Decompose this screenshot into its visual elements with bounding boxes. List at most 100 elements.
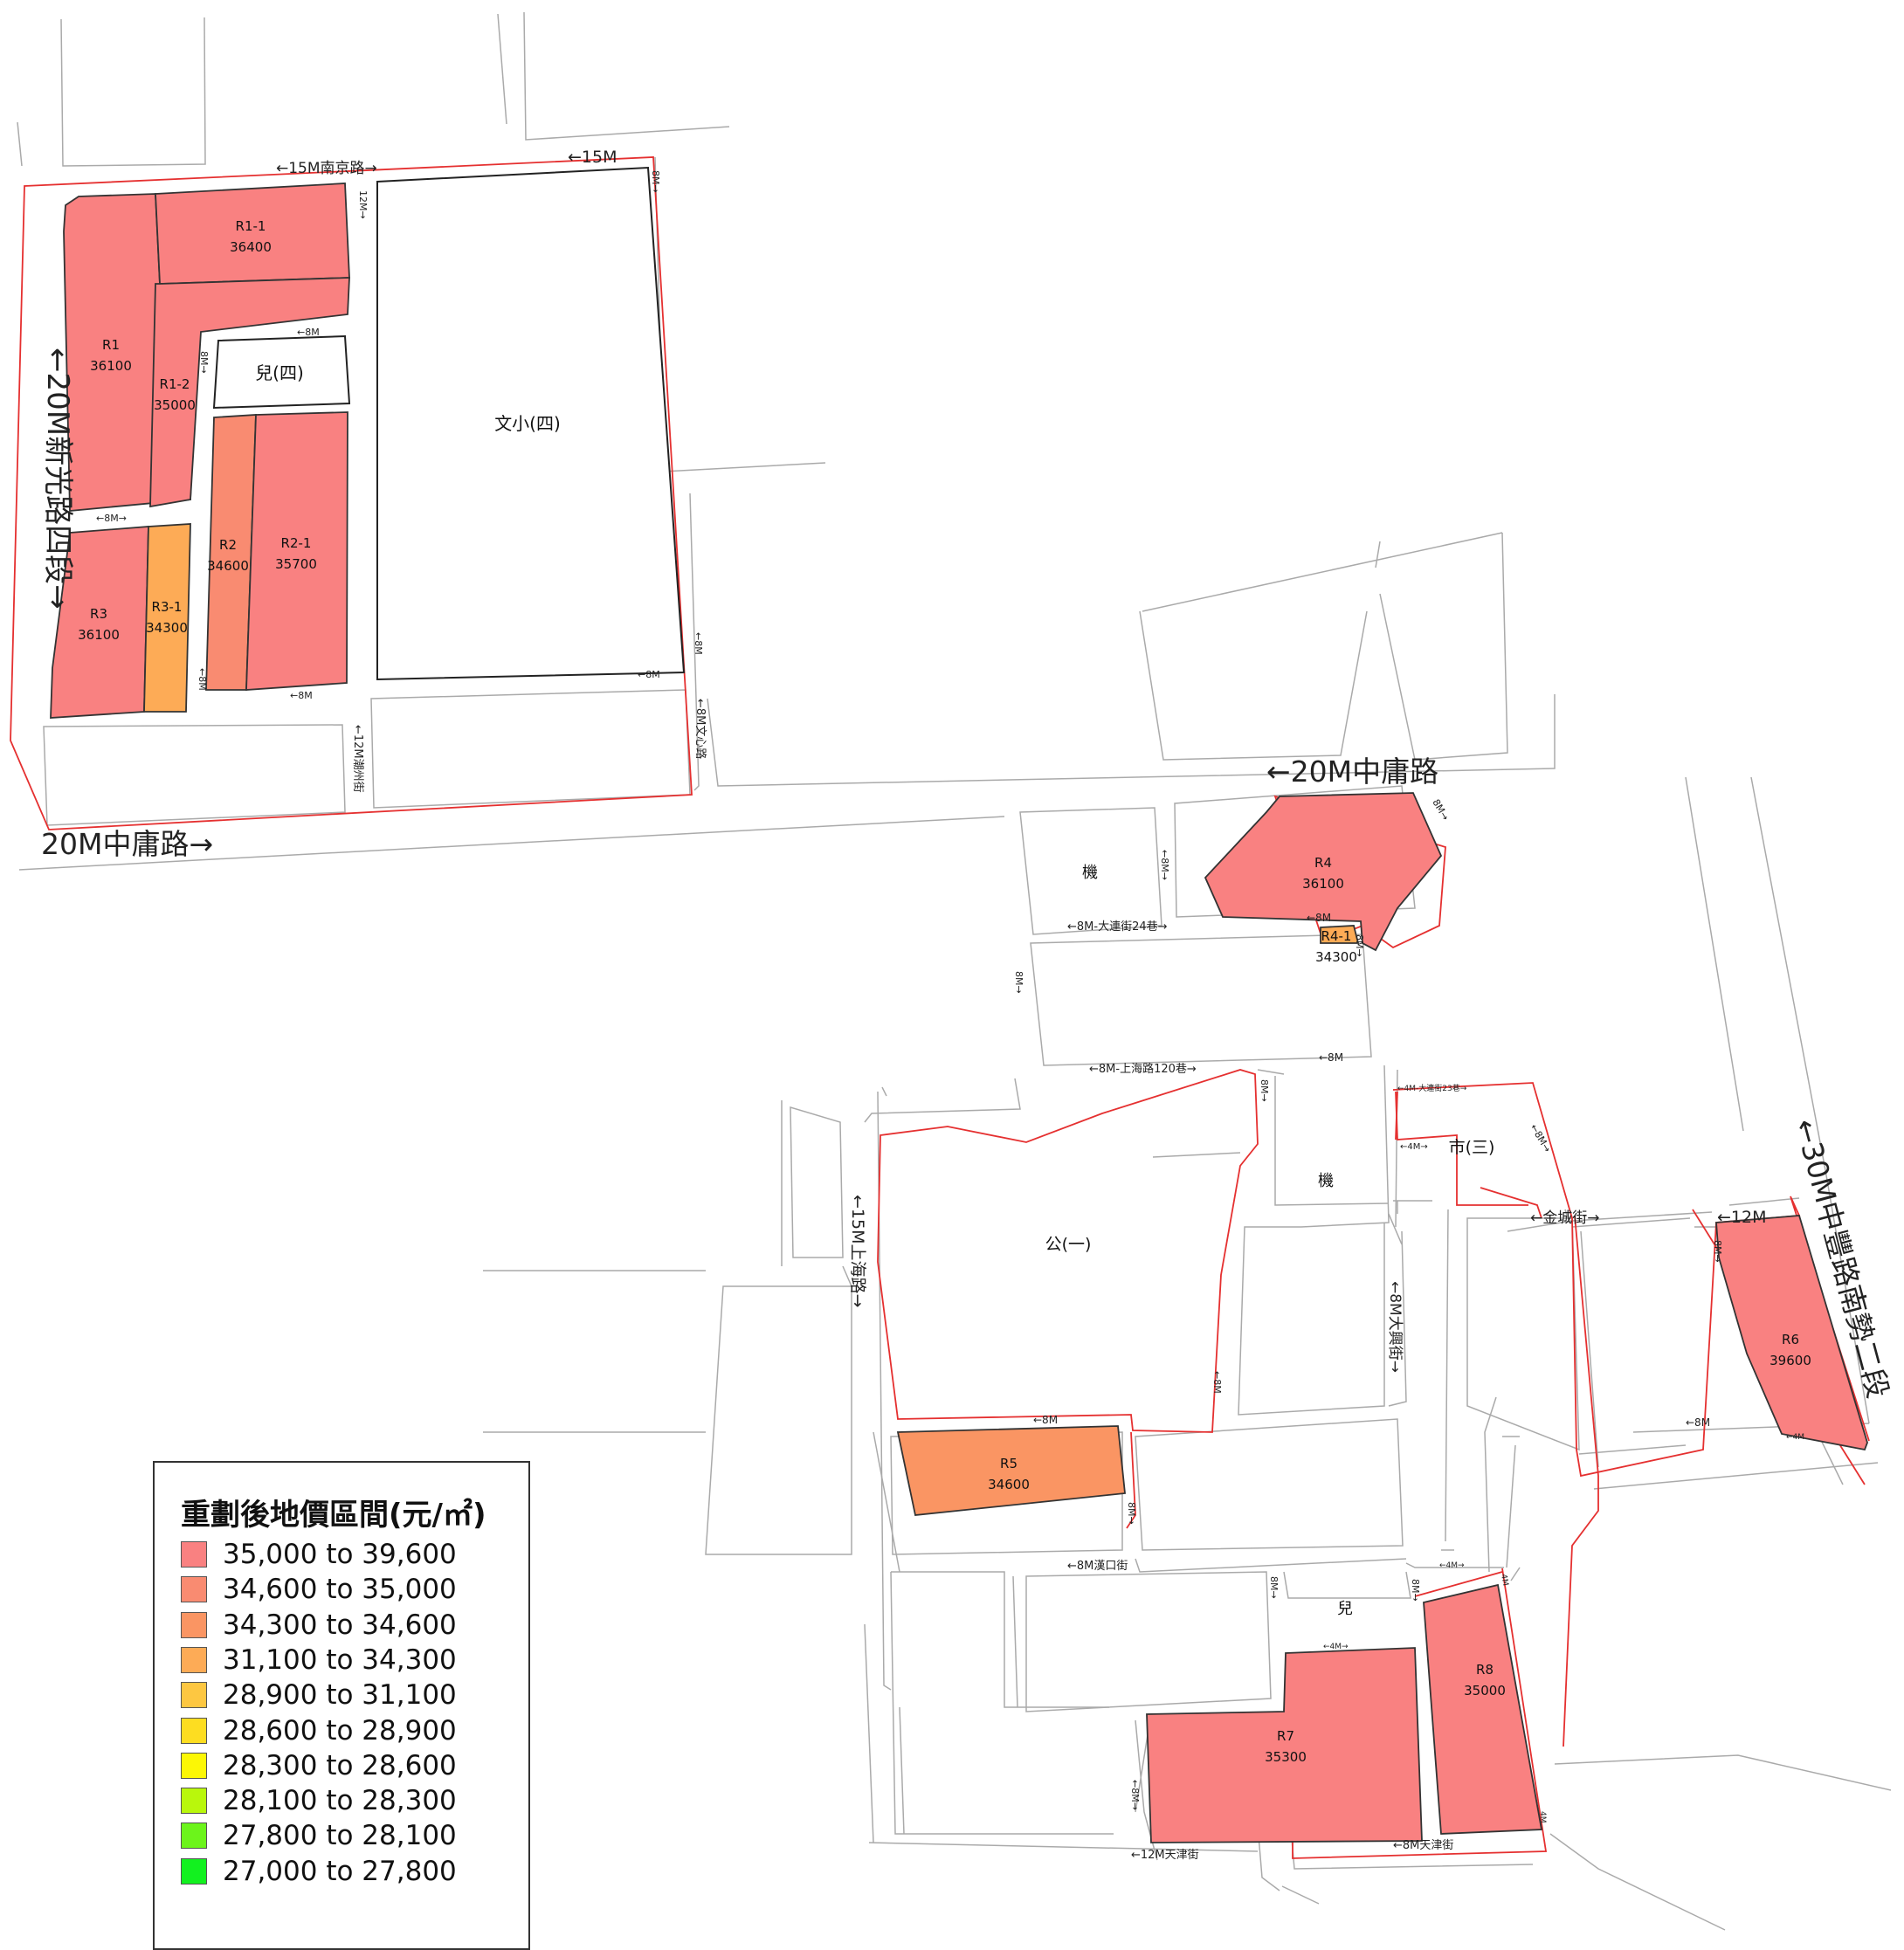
- legend-swatch: [181, 1788, 207, 1815]
- road-shanghai120: ←8M-上海路120巷→: [1089, 1062, 1197, 1076]
- road-tianjin8: ←8M天津街: [1393, 1839, 1453, 1852]
- road-b8a: ←8M: [290, 690, 313, 701]
- label-er: 兒: [1337, 1600, 1353, 1618]
- road-top8a: 8M→: [650, 170, 661, 193]
- road-labels: ←15M南京路→ ←15M 8M→ 12M→ ←8M 8M→ ←20M新光路四段…: [40, 148, 1895, 1862]
- road-hankou: ←8M漢口街: [1067, 1560, 1128, 1573]
- road-r4-v8: 8M→: [1354, 934, 1365, 957]
- road-r7-v8: ←8M→: [1129, 1780, 1141, 1810]
- plot-r3-1: [143, 523, 191, 713]
- plot-id: R2: [219, 537, 237, 553]
- plot-r5: [896, 1425, 1126, 1516]
- road-er-4m: ←4M→: [1323, 1643, 1349, 1651]
- plot-price: 34300: [1315, 949, 1357, 965]
- plot-r3: [50, 526, 149, 719]
- plot-r1-2: [149, 277, 350, 508]
- plot-price: 34300: [146, 620, 188, 636]
- road-v8c: 8M→: [1013, 971, 1024, 994]
- plot-price: 36400: [230, 239, 272, 255]
- legend-label: 31,100 to 34,300: [223, 1643, 457, 1676]
- road-r8-v4: 4M: [1499, 1574, 1509, 1587]
- legend-swatch: [181, 1717, 207, 1744]
- plot-price: 35000: [1464, 1683, 1506, 1698]
- plot-price: 36100: [78, 627, 120, 643]
- legend-label: 28,600 to 28,900: [223, 1714, 457, 1747]
- facility-blocks: [212, 166, 686, 681]
- road-r6-b4: ←4M: [1786, 1433, 1804, 1442]
- plot-r7: [1146, 1647, 1423, 1843]
- legend-row: 34,300 to 34,600: [181, 1609, 457, 1641]
- legend-label: 34,600 to 35,000: [223, 1574, 457, 1606]
- district-boundary: [10, 156, 1870, 1859]
- legend-swatch: [181, 1682, 207, 1709]
- legend-title: 重劃後地價區間(元/㎡): [181, 1498, 486, 1533]
- plot-id: R1-2: [160, 376, 190, 392]
- road-zy-left: 20M中庸路→: [41, 827, 213, 861]
- label-ji-a: 機: [1082, 864, 1098, 882]
- road-v12: 12M→: [357, 190, 369, 219]
- road-xinguang: ←20M新光路四段→: [40, 348, 75, 610]
- plot-r4: [1204, 792, 1443, 952]
- legend-swatch: [181, 1611, 207, 1638]
- plot-price: 39600: [1769, 1353, 1811, 1368]
- plot-price: 34600: [207, 558, 249, 574]
- road-wenxin: ←8M文心路: [693, 699, 707, 759]
- label-gong-yi: 公(一): [1045, 1235, 1092, 1254]
- road-r8-v8: 8M→: [1410, 1579, 1421, 1602]
- legend-row: 27,800 to 28,100: [181, 1820, 457, 1852]
- road-b8b: ←8M: [638, 669, 660, 680]
- block-outlines: [17, 11, 1892, 1931]
- road-dalian23: ←4M-大連街23巷→: [1397, 1083, 1467, 1093]
- plot-price: 35700: [275, 556, 317, 572]
- road-jincheng: ←金城街→: [1530, 1209, 1600, 1227]
- legend-label: 28,300 to 28,600: [223, 1749, 457, 1781]
- legend-row: 28,900 to 31,100: [181, 1679, 457, 1712]
- plot-id: R1: [102, 337, 120, 353]
- plot-id: R2-1: [281, 535, 312, 551]
- road-er-v8: 8M→: [1268, 1576, 1280, 1599]
- plot-price: 35000: [154, 397, 196, 413]
- road-r12m8: ←8M: [297, 327, 320, 338]
- road-right8: ←8M: [693, 632, 704, 655]
- legend-label: 28,100 to 28,300: [223, 1785, 457, 1817]
- road-r6-v8: 8M→: [1712, 1240, 1723, 1263]
- facility-labels: 兒(四) 文小(四) 機 機 公(一) 市(三) 兒: [255, 362, 1494, 1618]
- plot-price: 36100: [90, 358, 132, 374]
- plot-labels: R1-1 36400 R1 36100 R1-2 35000 R2 34600 …: [78, 218, 1811, 1765]
- legend-swatch: [181, 1646, 207, 1673]
- legend-swatch: [181, 1823, 207, 1850]
- legend-swatch: [181, 1752, 207, 1779]
- plot-price: 34600: [988, 1477, 1030, 1492]
- plot-id: R7: [1277, 1728, 1294, 1744]
- road-er8: 8M→: [198, 351, 210, 374]
- road-zy-right: ←20M中庸路: [1266, 755, 1438, 789]
- road-r8-v4b: 4M: [1538, 1811, 1547, 1823]
- legend-row: 34,600 to 35,000: [181, 1574, 457, 1606]
- plot-price: 35300: [1265, 1749, 1307, 1765]
- legend-label: 27,800 to 28,100: [223, 1820, 457, 1852]
- label-shi-san: 市(三): [1449, 1138, 1495, 1157]
- label-wen-si: 文小(四): [494, 413, 561, 434]
- road-shi-4m: ←4M→: [1400, 1142, 1428, 1152]
- road-tianjin12: ←12M天津街: [1131, 1849, 1199, 1862]
- road-r4-8m: ←8M: [1307, 912, 1331, 924]
- plot-id: R3-1: [152, 599, 183, 615]
- plot-id: R5: [1000, 1456, 1018, 1471]
- road-h8a: ←8M→: [96, 513, 127, 524]
- road-r6-b8: ←8M: [1686, 1416, 1710, 1429]
- road-gong-b8: ←8M: [1033, 1414, 1058, 1426]
- plot-r8: [1423, 1583, 1543, 1835]
- road-dalian: ←8M-大連街24巷→: [1067, 920, 1168, 934]
- road-gong-v8b: ←8M: [1211, 1371, 1223, 1394]
- label-er-si: 兒(四): [255, 362, 304, 383]
- road-s8m: ←8M: [1319, 1051, 1343, 1064]
- road-top15: ←15M: [568, 148, 617, 167]
- legend-swatch: [181, 1541, 207, 1568]
- legend-row: 28,600 to 28,900: [181, 1714, 457, 1747]
- plot-r2-1: [245, 411, 348, 691]
- legend-label: 28,900 to 31,100: [223, 1679, 457, 1712]
- road-r8-4m: ←4M→: [1439, 1561, 1465, 1570]
- legend-swatch: [181, 1576, 207, 1603]
- plot-id: R8: [1476, 1662, 1494, 1678]
